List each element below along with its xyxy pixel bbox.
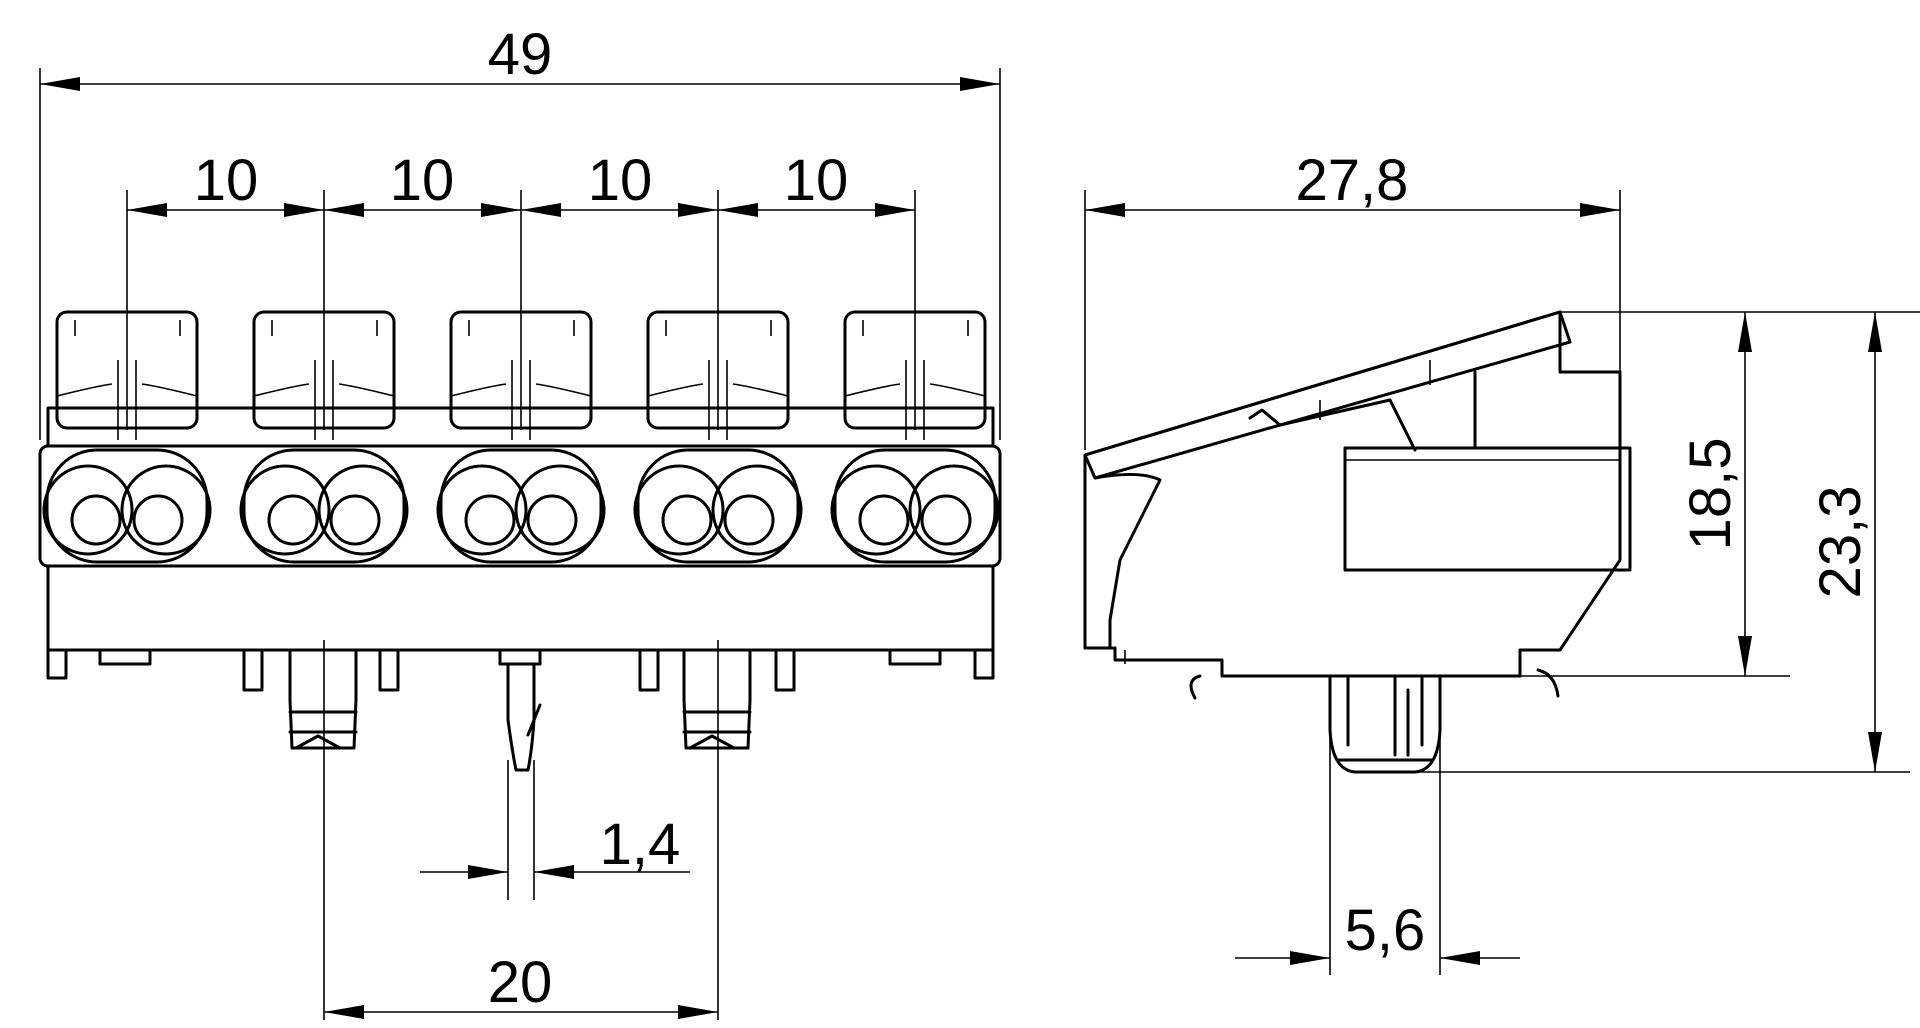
- front-view: [38, 190, 1002, 1020]
- dimension-labels: 49 10 10 10 10 1,4 20 27,8 5,6 18,5 23,3: [194, 22, 1873, 1015]
- dim-total-height: 23,3: [1808, 486, 1873, 599]
- dim-pitch-2: 10: [390, 148, 455, 213]
- side-lever-grip: [1343, 446, 1632, 572]
- dim-pitch-1: 10: [194, 148, 259, 213]
- side-housing-outline: [1083, 310, 1622, 678]
- dim-pitch-3: 10: [588, 148, 653, 213]
- front-centerlines: [126, 190, 916, 1020]
- wire-entry-pair-4: [633, 448, 803, 564]
- side-view: [1083, 310, 1632, 774]
- dim-pitch-4: 10: [784, 148, 849, 213]
- dim-body-height: 18,5: [1678, 438, 1743, 551]
- wire-entry-pair-2: [239, 448, 409, 564]
- pcb-pin-center: [498, 648, 542, 772]
- housing-lower-body: [46, 564, 995, 652]
- side-lever: [1083, 310, 1572, 480]
- wire-entry-pair-1: [42, 448, 212, 564]
- side-pcb-pin: [1328, 674, 1442, 774]
- pcb-pin-right: [682, 648, 752, 750]
- dim-pin-width: 1,4: [600, 812, 681, 877]
- dim-pin-spacing: 20: [488, 950, 553, 1015]
- wire-entry-row: [42, 448, 1000, 564]
- dim-pin-depth: 5,6: [1345, 898, 1426, 963]
- base-feet: [46, 648, 995, 692]
- dim-overall-width: 49: [488, 22, 553, 87]
- wire-entry-pair-3: [436, 448, 606, 564]
- pcb-pin-left: [288, 648, 358, 750]
- wire-entry-pair-5: [830, 448, 1000, 564]
- dim-side-depth: 27,8: [1296, 148, 1409, 213]
- dimension-lines: [39, 68, 1920, 1019]
